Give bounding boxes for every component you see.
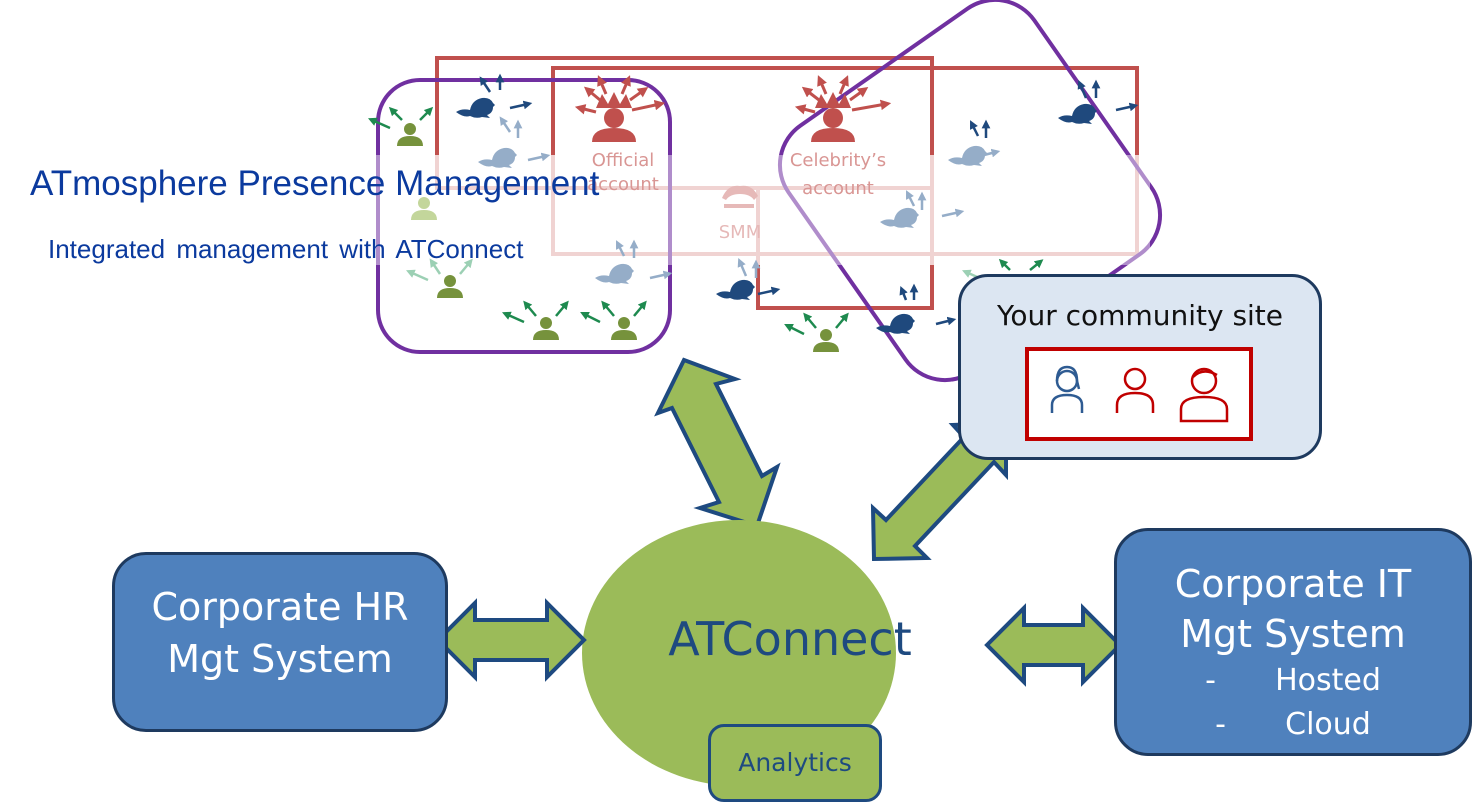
official-account-label: Official: [592, 150, 655, 171]
smm-label: SMM: [719, 222, 762, 243]
hr-system-line2: Mgt System: [167, 637, 393, 681]
bullet-dash: -: [1205, 663, 1216, 698]
user-icon: [1115, 367, 1155, 413]
outline-fade-band: [370, 155, 1150, 265]
bullet-dash: -: [1215, 707, 1226, 742]
person-icon: [813, 329, 839, 352]
it-option-label: Cloud: [1285, 707, 1371, 742]
person-icon: [533, 317, 559, 340]
it-link-arrow: [984, 603, 1123, 687]
follower-arrows: [479, 73, 1139, 326]
title-fade-band: [360, 155, 1140, 265]
it-option-cloud: - Cloud: [1117, 703, 1469, 747]
queen-crown-person-icon: [811, 92, 855, 142]
analytics-module-button[interactable]: Analytics: [708, 724, 882, 802]
official-account-label-2: account: [587, 174, 659, 195]
corporate-hr-system-box[interactable]: Corporate HR Mgt System: [112, 552, 448, 732]
follower-arrows-faded: [499, 116, 1001, 280]
it-option-hosted: - Hosted: [1117, 659, 1469, 703]
celebrity-account-label: Celebrity’s: [790, 150, 886, 171]
beaver-icon: [595, 263, 634, 284]
man-user-icon: [1179, 367, 1229, 423]
broadcast-arrows-icon: [574, 75, 892, 115]
beaver-icon: [1058, 103, 1097, 124]
employee-arrows: [368, 106, 1044, 336]
it-option-label: Hosted: [1275, 663, 1381, 698]
hr-system-line1: Corporate HR: [151, 585, 409, 629]
person-icon: [397, 123, 423, 146]
community-site-box[interactable]: Your community site: [958, 274, 1322, 460]
woman-user-icon: [1050, 365, 1084, 413]
atconnect-label: ATConnect: [668, 612, 912, 666]
beaver-icon: [716, 279, 755, 300]
king-crown-person-icon: [592, 92, 636, 142]
cloud-link-arrow: [654, 357, 781, 529]
community-members-panel: [1025, 347, 1253, 441]
employee-group-outline: [376, 78, 672, 354]
corporate-it-system-box[interactable]: Corporate IT Mgt System - Hosted - Cloud: [1114, 528, 1472, 756]
hr-link-arrow: [435, 598, 587, 682]
it-system-line1: Corporate IT: [1174, 562, 1412, 606]
it-system-line2: Mgt System: [1180, 612, 1406, 656]
community-site-title: Your community site: [996, 299, 1284, 332]
page-title: ATmosphere Presence Management: [30, 164, 600, 203]
celebrity-account-label-2: account: [802, 178, 874, 199]
beaver-icon: [456, 97, 495, 118]
atconnect-hub[interactable]: [582, 520, 896, 786]
person-icon: [437, 275, 463, 298]
person-icon: [611, 317, 637, 340]
page-subtitle: Integrated management with ATConnect: [48, 234, 524, 264]
jester-hat-icon: [722, 185, 758, 208]
